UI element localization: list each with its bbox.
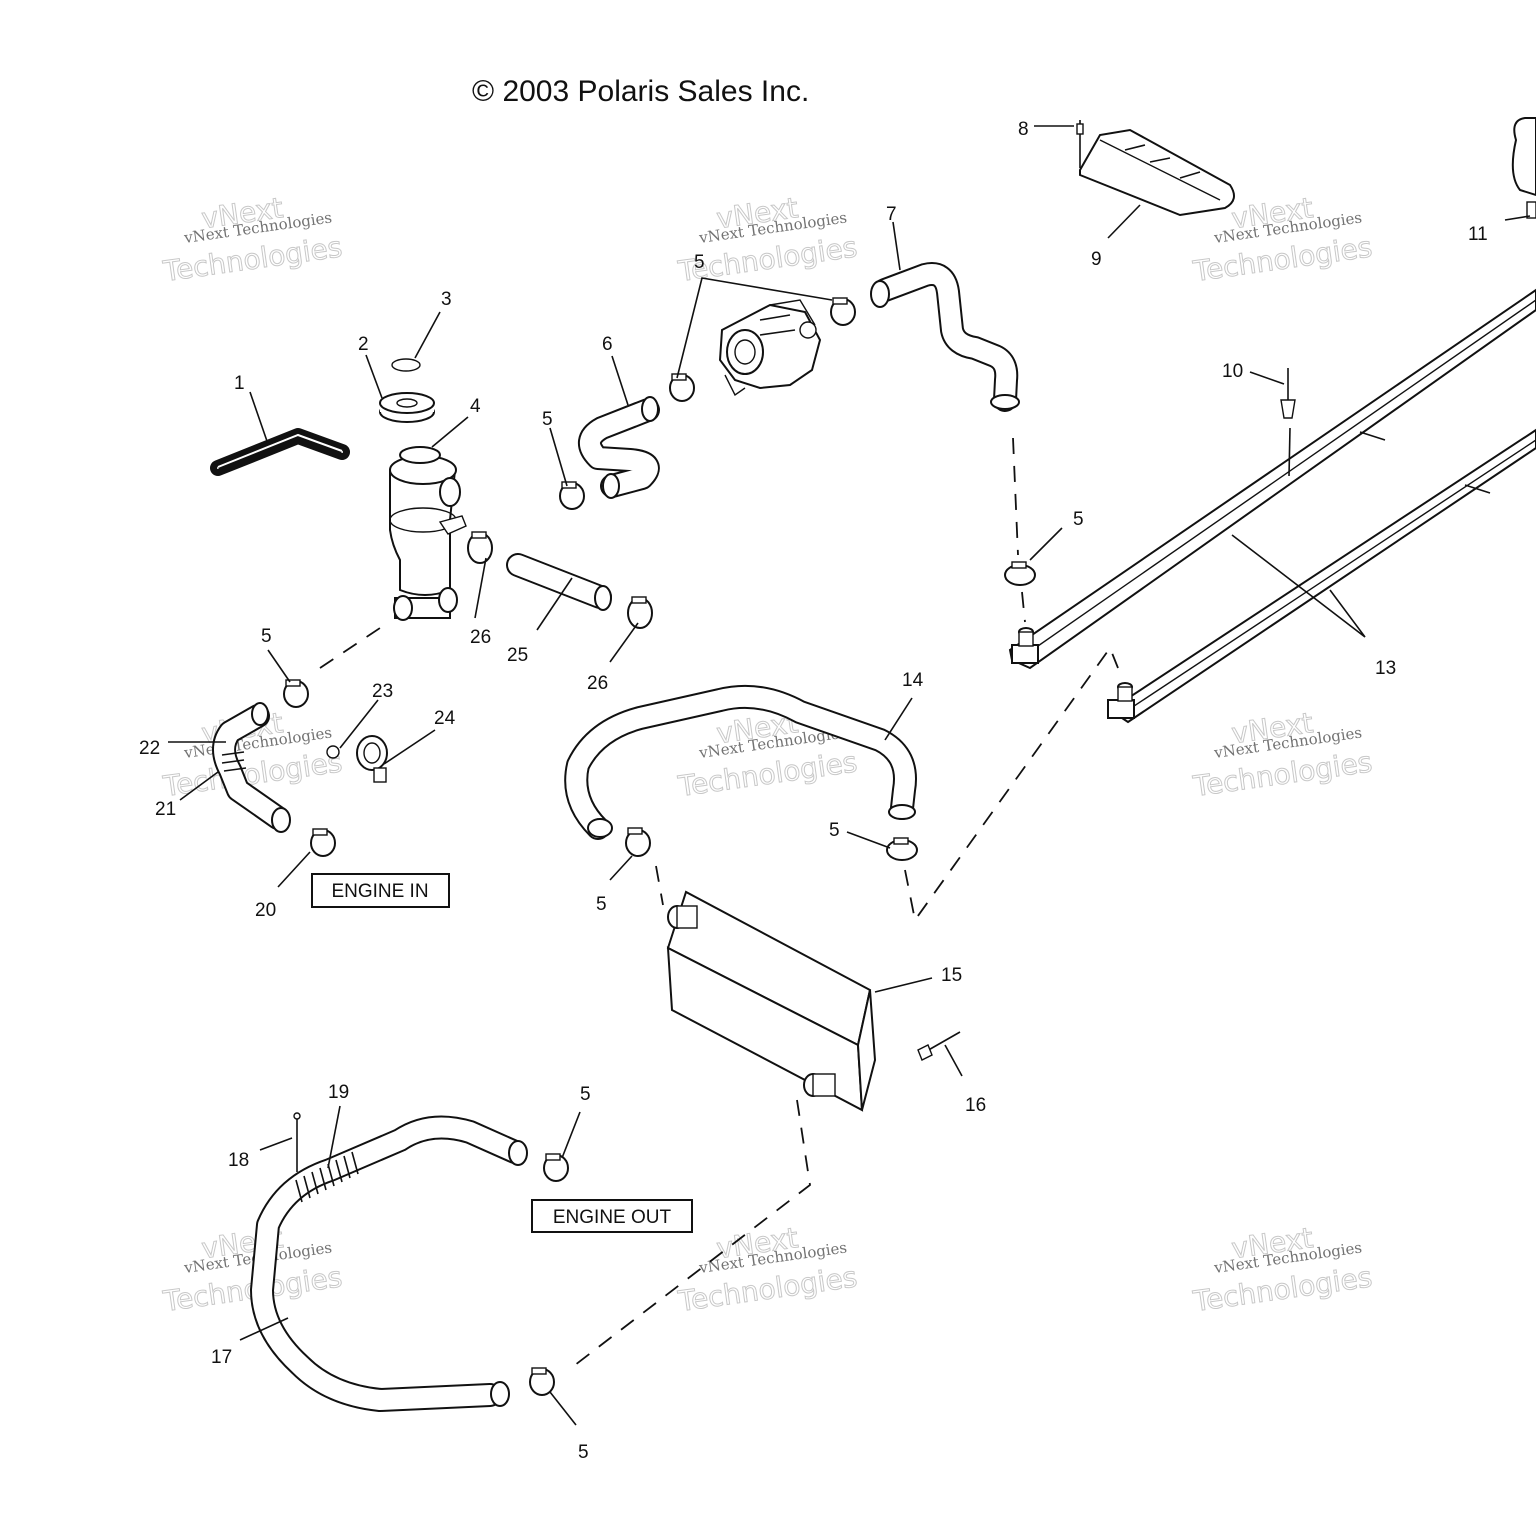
clamp-5 [1004, 561, 1036, 586]
part-23-washer [326, 745, 340, 759]
part-7-hose [870, 262, 1020, 412]
part-18-pin [293, 1112, 301, 1172]
callout-5: 5 [1073, 509, 1084, 530]
callout-16: 16 [965, 1095, 986, 1116]
part-21-elbow-hose [212, 702, 291, 833]
callout-8: 8 [1018, 119, 1029, 140]
clamp-26 [467, 531, 493, 564]
pump-housing [718, 299, 822, 397]
callout-19: 19 [328, 1082, 349, 1103]
callout-numbers: 1 2 3 4 5 6 5 7 8 9 11 10 5 13 5 26 25 2… [139, 119, 1488, 1463]
part-1-rod [210, 428, 350, 476]
callout-5: 5 [596, 894, 607, 915]
callout-10: 10 [1222, 361, 1243, 382]
callout-5: 5 [694, 252, 705, 273]
clamp-5 [559, 481, 585, 510]
clamp-5 [886, 837, 918, 861]
part-19-corrugated-section [295, 1151, 359, 1203]
clamp-5 [625, 827, 651, 857]
flow-lines [319, 437, 1119, 1366]
engine-out-box: ENGINE OUT [531, 1199, 693, 1233]
part-11-fitting [1511, 117, 1536, 219]
engine-in-box: ENGINE IN [311, 873, 450, 908]
clamp-5 [830, 297, 856, 326]
callout-5: 5 [578, 1442, 589, 1463]
clamp-5 [529, 1367, 555, 1396]
part-10-pin [1280, 368, 1296, 419]
callout-9: 9 [1091, 249, 1102, 270]
callout-5: 5 [829, 820, 840, 841]
callout-5: 5 [261, 626, 272, 647]
copyright-text: © 2003 Polaris Sales Inc. [472, 75, 809, 108]
callout-23: 23 [372, 681, 393, 702]
part-14-hose [564, 684, 917, 840]
callout-25: 25 [507, 645, 528, 666]
callout-24: 24 [434, 708, 456, 729]
part-3-gasket [391, 358, 421, 372]
callout-3: 3 [441, 289, 452, 310]
clamp-20 [310, 828, 336, 857]
callout-2: 2 [358, 334, 369, 355]
part-25-hose [506, 553, 612, 611]
clamp-5 [669, 373, 695, 402]
callout-18: 18 [228, 1150, 249, 1171]
part-9-cover [1079, 128, 1235, 217]
callout-17: 17 [211, 1347, 232, 1368]
engine-out-label: ENGINE OUT [553, 1207, 672, 1228]
clamp-26 [627, 596, 653, 629]
callout-15: 15 [941, 965, 962, 986]
clamp-5 [283, 679, 309, 708]
callout-26: 26 [587, 673, 608, 694]
callout-13: 13 [1375, 658, 1396, 679]
callout-5: 5 [542, 409, 553, 430]
callout-22: 22 [139, 738, 160, 759]
leader-lines [168, 125, 1531, 1426]
callout-1: 1 [234, 373, 245, 394]
engine-in-label: ENGINE IN [331, 881, 428, 902]
callout-4: 4 [470, 396, 481, 417]
callout-20: 20 [255, 900, 276, 921]
callout-26: 26 [470, 627, 491, 648]
part-8-pin [1076, 120, 1084, 168]
part-13-rails [1008, 288, 1536, 724]
callout-7: 7 [886, 204, 897, 225]
part-16-rivet [917, 1031, 961, 1061]
callout-11: 11 [1468, 224, 1488, 245]
part-17-hose [250, 1115, 528, 1412]
clamp-5 [543, 1153, 569, 1182]
part-24-clip [356, 735, 388, 783]
callout-5: 5 [580, 1084, 591, 1105]
callout-14: 14 [902, 670, 924, 691]
callout-6: 6 [602, 334, 613, 355]
clamp-group [283, 297, 1036, 1396]
part-6-s-hose [578, 396, 660, 499]
part-15-cooler [666, 890, 877, 1112]
callout-21: 21 [155, 799, 176, 820]
part-2-cap [379, 392, 435, 423]
part-4-reservoir [389, 446, 467, 621]
